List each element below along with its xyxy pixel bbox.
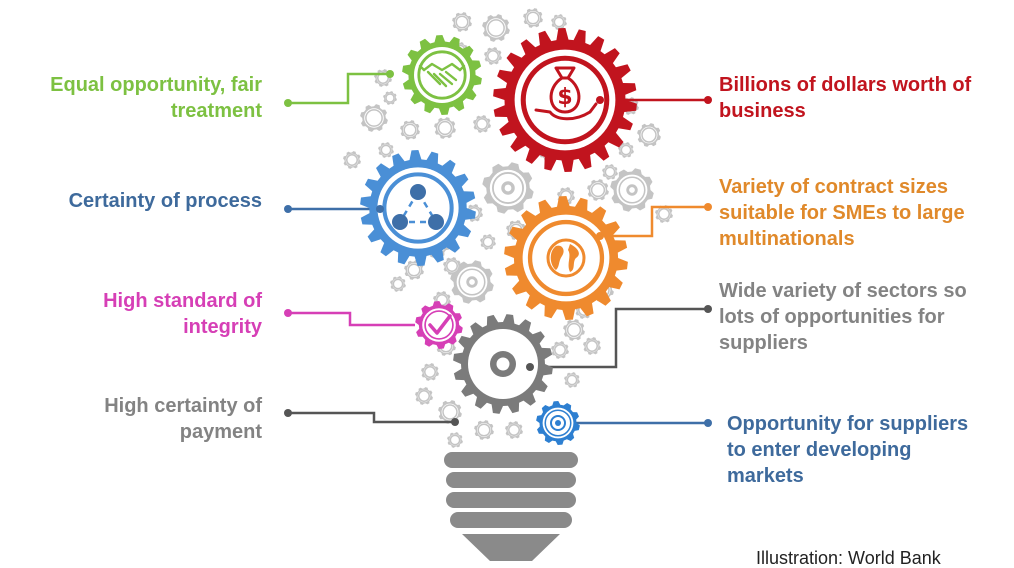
background-gear <box>404 260 424 280</box>
connector-dot <box>284 409 292 417</box>
background-gear <box>618 142 634 158</box>
background-gear <box>551 14 567 30</box>
connector-dot <box>284 309 292 317</box>
background-gears <box>343 8 673 448</box>
connector-dot <box>284 99 292 107</box>
connector-dot <box>704 203 712 211</box>
network-icon <box>392 184 444 230</box>
background-gear <box>482 162 534 214</box>
gear-magenta <box>415 301 463 349</box>
background-gear <box>343 151 361 169</box>
connector-dot <box>596 232 604 240</box>
background-gear <box>447 432 463 448</box>
checkmark-icon <box>428 314 452 335</box>
background-gear <box>610 168 654 212</box>
label-developing: Opportunity for suppliers to enter devel… <box>727 413 969 487</box>
connector-dot <box>451 418 459 426</box>
connector-dot <box>704 96 712 104</box>
background-gear <box>450 260 494 304</box>
background-gear <box>360 104 388 132</box>
bulb-base-band <box>446 472 576 488</box>
background-gear <box>421 363 439 381</box>
connector-dot <box>526 363 534 371</box>
background-gear <box>415 387 433 405</box>
background-gear <box>480 234 496 250</box>
background-gear <box>563 319 585 341</box>
background-gear <box>400 120 420 140</box>
background-gear <box>583 337 601 355</box>
bulb-base-tip <box>462 534 560 561</box>
connector-equal-opportunity <box>288 72 390 105</box>
label-sectors: Wide variety of sectors so lots of oppor… <box>719 280 967 354</box>
gear-orange <box>504 196 628 320</box>
connector-dot <box>596 96 604 104</box>
bulb-base-band <box>450 512 572 528</box>
gear-red <box>493 28 637 172</box>
background-gear <box>378 142 394 158</box>
background-gear <box>434 117 456 139</box>
money-bag-hand-icon <box>534 66 598 121</box>
handshake-icon <box>418 62 466 88</box>
connector-variety-contracts <box>600 205 708 238</box>
background-gear <box>383 91 397 105</box>
label-variety-contracts: Variety of contract sizes suitable for S… <box>719 176 965 250</box>
background-gear <box>655 205 673 223</box>
label-payment: High certainty of payment <box>104 395 262 443</box>
connector-payment <box>288 411 455 424</box>
background-gear <box>443 257 461 275</box>
target-icon <box>550 415 566 431</box>
connector-dot <box>704 305 712 313</box>
main-gears: $ <box>360 28 637 445</box>
connector-dots <box>284 70 712 427</box>
background-gear <box>637 123 661 147</box>
dollar-sign-icon: $ <box>557 85 572 110</box>
connector-sectors <box>530 307 708 369</box>
background-gear <box>452 12 472 32</box>
background-gear <box>523 8 543 28</box>
connector-dot <box>376 205 384 213</box>
label-equal-opportunity: Equal opportunity, fair treatment <box>50 74 262 122</box>
background-gear <box>390 276 406 292</box>
bulb-base-band <box>444 452 578 468</box>
background-gear <box>602 164 618 180</box>
connector-dot <box>704 419 712 427</box>
label-integrity: High standard of integrity <box>103 290 262 338</box>
bulb-base-band <box>446 492 576 508</box>
background-gear <box>551 341 569 359</box>
connector-dot <box>386 70 394 78</box>
connector-dot <box>284 205 292 213</box>
label-billions: Billions of dollars worth of business <box>719 74 972 122</box>
label-certainty-process: Certainty of process <box>68 190 262 212</box>
background-gear <box>473 115 491 133</box>
background-gear <box>587 179 609 201</box>
background-gear <box>484 47 502 65</box>
background-gear <box>438 400 462 424</box>
background-gear <box>505 421 523 439</box>
globe-icon <box>546 238 586 278</box>
background-gear <box>474 420 494 440</box>
connector-integrity <box>288 311 415 327</box>
background-gear <box>564 372 580 388</box>
illustration-credit: Illustration: World Bank <box>756 548 941 568</box>
gear-icons: $ <box>392 62 598 431</box>
background-gear <box>482 14 510 42</box>
bulb-base <box>444 452 578 561</box>
gear-gray <box>453 314 553 414</box>
